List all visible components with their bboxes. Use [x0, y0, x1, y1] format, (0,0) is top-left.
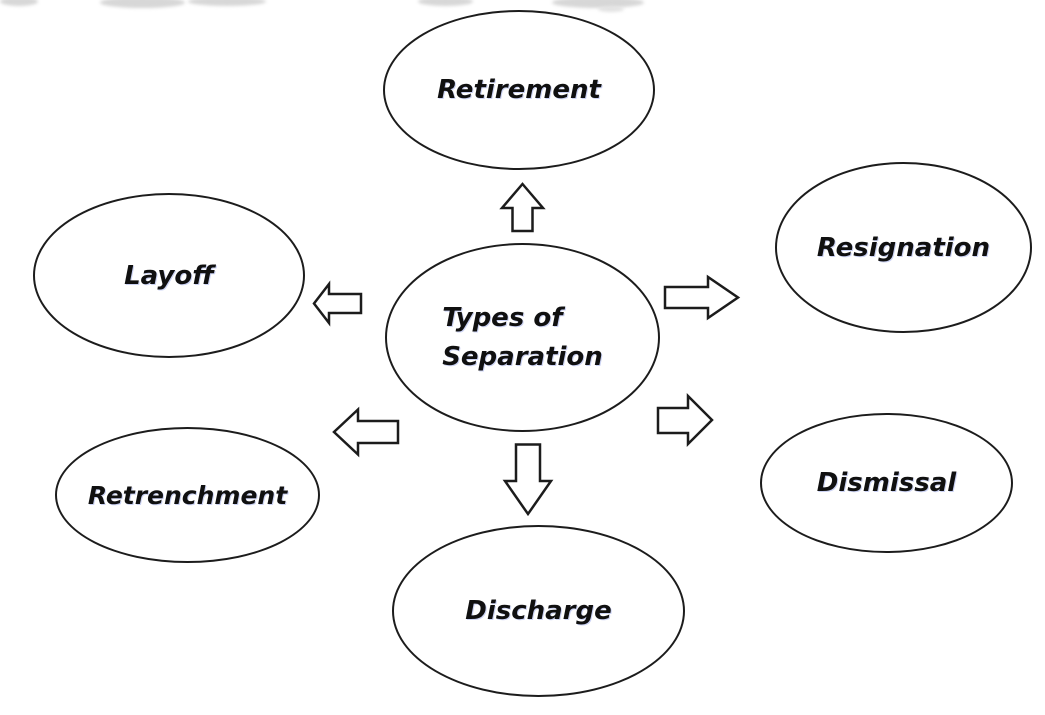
- node-discharge: Discharge: [392, 525, 685, 697]
- node-retrenchment: Retrenchment: [55, 427, 320, 563]
- node-retirement-label: Retirement: [437, 75, 601, 105]
- node-center-label: Types of Separation: [442, 299, 603, 377]
- arrow-right-bottom-icon: [656, 392, 714, 448]
- node-dismissal-label: Dismissal: [816, 468, 957, 498]
- node-resignation-label: Resignation: [816, 232, 991, 263]
- node-layoff-label: Layoff: [124, 260, 214, 291]
- node-dismissal: Dismissal: [760, 413, 1013, 553]
- node-discharge-label: Discharge: [465, 596, 612, 626]
- arrow-up-icon: [499, 182, 546, 233]
- watermark-remnant: [552, 0, 644, 8]
- arrow-right-top-icon: [663, 274, 741, 321]
- node-retrenchment-label: Retrenchment: [87, 480, 288, 510]
- arrow-left-bottom-icon: [332, 406, 400, 458]
- watermark-remnant: [0, 0, 38, 6]
- arrow-left-top-icon: [312, 280, 363, 327]
- node-center: Types of Separation: [385, 243, 660, 432]
- node-layoff: Layoff: [33, 193, 305, 358]
- watermark-remnant: [598, 6, 624, 12]
- node-resignation: Resignation: [775, 162, 1032, 333]
- arrow-down-icon: [502, 443, 554, 517]
- node-retirement: Retirement: [383, 10, 655, 170]
- node-center-label-line1: Types of: [442, 302, 563, 333]
- watermark-remnant: [100, 0, 185, 8]
- node-center-label-line2: Separation: [442, 341, 603, 372]
- watermark-remnant: [188, 0, 266, 6]
- watermark-remnant: [418, 0, 473, 6]
